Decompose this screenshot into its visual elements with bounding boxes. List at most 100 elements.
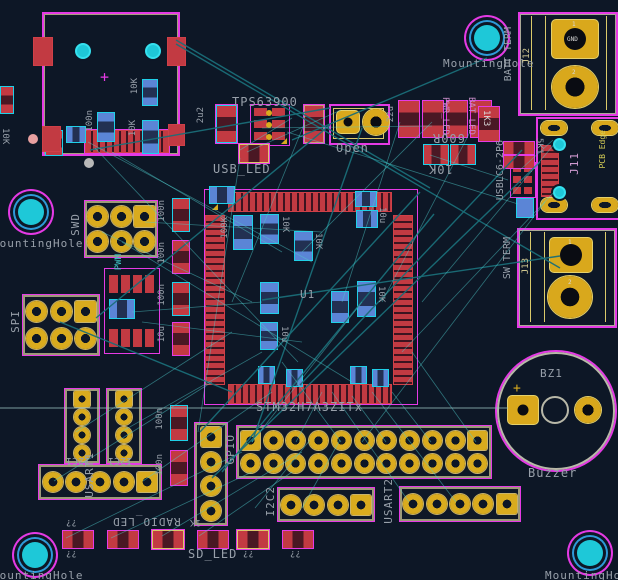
led[interactable]	[398, 100, 420, 138]
resistor[interactable]	[357, 281, 376, 317]
gpio-header[interactable]	[236, 425, 492, 479]
pin-pad[interactable]	[133, 205, 155, 227]
resistor[interactable]	[450, 144, 476, 165]
capacitor[interactable]	[172, 282, 190, 316]
usb-c-alignment-hole[interactable]	[553, 138, 566, 151]
pin-pad[interactable]	[50, 301, 72, 322]
i2c2-header[interactable]	[277, 487, 375, 522]
buzzer-pad-negative[interactable]	[575, 397, 601, 423]
pin-pad[interactable]	[327, 494, 348, 515]
resistor[interactable]	[142, 79, 158, 106]
spi-header[interactable]	[22, 294, 100, 356]
pin-pad[interactable]	[473, 494, 494, 514]
pin-pad[interactable]	[377, 430, 397, 450]
pin-pad[interactable]	[286, 430, 306, 450]
usb-shield-pad[interactable]	[33, 37, 53, 66]
mounting-hole[interactable]	[474, 25, 500, 51]
pin-pad[interactable]	[400, 430, 419, 450]
mcu-pin-row-left[interactable]	[205, 215, 225, 385]
capacitor-2u2[interactable]	[215, 104, 238, 144]
led[interactable]	[107, 530, 139, 549]
capacitor[interactable]	[350, 366, 367, 384]
pin-pad[interactable]	[286, 454, 306, 474]
pin-pad[interactable]	[377, 454, 397, 474]
usart1-header[interactable]	[38, 464, 162, 500]
capacitor[interactable]	[142, 120, 159, 154]
pin-pad[interactable]	[87, 231, 109, 253]
mcu-pin-row-right[interactable]	[393, 215, 413, 385]
mounting-hole[interactable]	[577, 540, 603, 566]
pin-pad[interactable]	[201, 427, 221, 448]
resistor[interactable]	[294, 231, 313, 261]
led[interactable]	[151, 529, 185, 550]
mounting-hole[interactable]	[18, 199, 44, 225]
resistor[interactable]	[0, 86, 14, 114]
pin-pad[interactable]	[74, 409, 90, 425]
resistor[interactable]	[233, 215, 253, 250]
pin-pad[interactable]	[354, 430, 374, 450]
pin-pad[interactable]	[110, 231, 132, 253]
test-pad[interactable]	[84, 158, 94, 168]
pin-pad[interactable]	[400, 454, 419, 474]
test-pad[interactable]	[28, 134, 38, 144]
open-jumper[interactable]	[329, 104, 390, 145]
buzzer-pad-positive[interactable]	[508, 396, 538, 424]
pin-pad[interactable]	[87, 205, 109, 227]
capacitor[interactable]	[331, 291, 349, 323]
capacitor[interactable]	[170, 450, 188, 486]
pin-pad[interactable]	[263, 430, 283, 450]
resistor[interactable]	[503, 141, 535, 155]
led[interactable]	[62, 530, 94, 549]
pin-pad[interactable]	[240, 430, 260, 450]
capacitor[interactable]	[286, 369, 303, 387]
i2c1-header[interactable]	[106, 388, 142, 464]
pin-pad[interactable]	[74, 391, 90, 407]
pin-pad[interactable]	[201, 476, 221, 497]
pin-pad[interactable]	[422, 430, 442, 450]
swd-header[interactable]	[84, 200, 158, 258]
usb-mount-pad[interactable]	[168, 124, 185, 146]
pin-pad[interactable]	[309, 430, 328, 450]
mounting-hole[interactable]	[22, 542, 48, 568]
pin-pad[interactable]	[50, 328, 72, 349]
capacitor[interactable]	[372, 369, 389, 387]
usb-c-mount-slot[interactable]	[592, 198, 618, 212]
usb-alignment-hole[interactable]	[145, 43, 161, 59]
pin-pad[interactable]	[426, 494, 447, 514]
usart2-header[interactable]	[399, 486, 521, 522]
pin-pad[interactable]	[26, 301, 48, 322]
pin-pad[interactable]	[74, 427, 90, 443]
usb-c-mount-slot[interactable]	[541, 121, 567, 135]
pin-pad[interactable]	[331, 430, 351, 450]
pin-pad[interactable]	[240, 454, 260, 474]
capacitor[interactable]	[258, 366, 275, 384]
usb-led[interactable]	[238, 143, 270, 164]
pin-pad[interactable]	[281, 494, 302, 515]
pin-pad[interactable]	[201, 451, 221, 472]
pin-pad[interactable]	[74, 301, 96, 322]
pin-pad[interactable]	[449, 494, 470, 514]
usb-shield-pad[interactable]	[167, 37, 186, 66]
pin-pad[interactable]	[116, 427, 132, 443]
usb-c-mount-slot[interactable]	[541, 198, 567, 212]
pin-pad[interactable]	[468, 454, 488, 474]
capacitor[interactable]	[355, 191, 377, 207]
pin-pad[interactable]	[116, 391, 132, 407]
resistor[interactable]	[503, 155, 535, 169]
pin-pad[interactable]	[445, 430, 465, 450]
pin-pad[interactable]	[403, 494, 424, 514]
capacitor[interactable]	[209, 186, 235, 204]
pin-pad[interactable]	[304, 494, 325, 515]
pin-pad[interactable]	[354, 454, 374, 474]
pin-pad[interactable]	[331, 454, 351, 474]
pin-pad[interactable]	[42, 472, 63, 492]
resistor[interactable]	[260, 214, 279, 244]
usb-alignment-hole[interactable]	[75, 43, 91, 59]
pin-pad[interactable]	[133, 231, 155, 253]
capacitor[interactable]	[172, 240, 190, 274]
pin-pad[interactable]	[422, 454, 442, 474]
led[interactable]	[236, 529, 270, 550]
capacitor[interactable]	[97, 112, 115, 142]
capacitor[interactable]	[172, 322, 190, 356]
pin-pad[interactable]	[263, 454, 283, 474]
